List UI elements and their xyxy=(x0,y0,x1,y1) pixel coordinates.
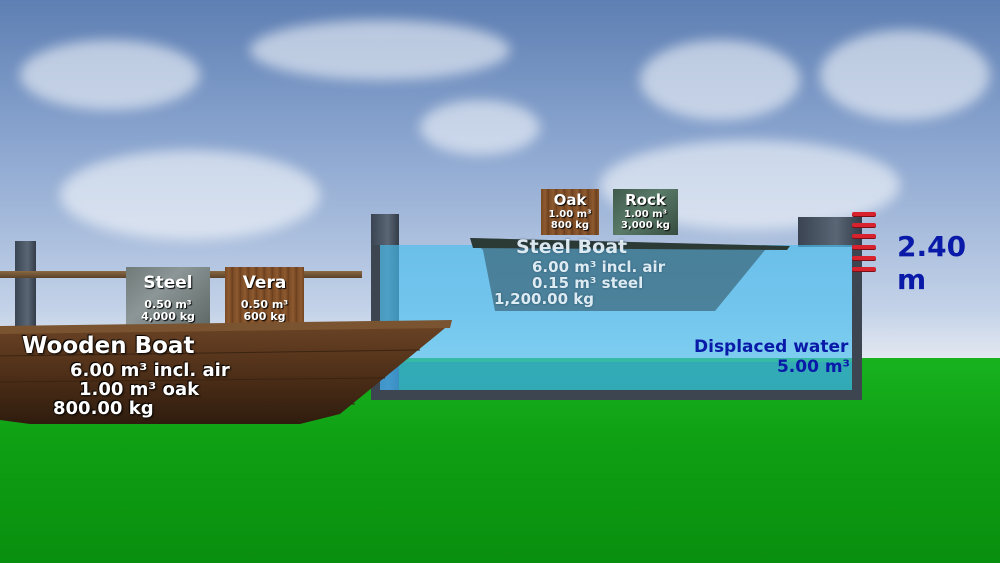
steel-boat-mass: 1,200.00 kg xyxy=(494,290,594,308)
cargo-mass: 4,000 kg xyxy=(141,310,195,323)
wooden-boat-mass: 800.00 kg xyxy=(53,398,154,419)
cargo-volume: 1.00 m³ xyxy=(548,209,592,220)
cargo-block-oak[interactable]: Oak 1.00 m³ 800 kg xyxy=(541,189,599,235)
cargo-block-rock[interactable]: Rock 1.00 m³ 3,000 kg xyxy=(613,189,678,235)
steel-boat-material: 0.15 m³ steel xyxy=(532,274,644,292)
cloud xyxy=(60,150,320,240)
wooden-boat-name: Wooden Boat xyxy=(22,333,195,359)
pool-floor xyxy=(372,390,862,400)
displaced-water-value: 5.00 m³ xyxy=(776,357,850,377)
cloud xyxy=(420,100,540,155)
cargo-name: Oak xyxy=(553,191,587,209)
gauge-pin-icon xyxy=(852,223,876,227)
cargo-mass: 800 kg xyxy=(550,220,590,231)
gauge-pin-icon xyxy=(852,267,876,271)
cargo-name: Vera xyxy=(242,273,287,293)
cargo-mass: 3,000 kg xyxy=(621,220,670,231)
cloud xyxy=(250,20,510,80)
gauge-pin-icon xyxy=(852,256,876,260)
pool-water-surface xyxy=(380,362,852,390)
pool-gauge-post xyxy=(798,217,862,247)
steel-boat-hull xyxy=(470,238,790,311)
gauge-pin-icon xyxy=(852,212,876,216)
dock-post xyxy=(15,241,36,329)
cargo-mass: 600 kg xyxy=(243,310,286,323)
cargo-volume: 0.50 m³ xyxy=(240,298,289,311)
cargo-block-steel[interactable]: Steel 0.50 m³ 4,000 kg xyxy=(126,267,210,325)
cloud xyxy=(640,40,800,120)
wooden-boat-material: 1.00 m³ oak xyxy=(79,379,200,400)
gauge-pin-icon xyxy=(852,245,876,249)
water-height-readout: 2.40 m xyxy=(897,230,967,296)
cargo-name: Steel xyxy=(143,273,193,293)
wooden-boat-volume: 6.00 m³ incl. air xyxy=(70,360,230,381)
cloud xyxy=(820,30,990,120)
cargo-volume: 1.00 m³ xyxy=(624,209,667,220)
steel-boat-volume: 6.00 m³ incl. air xyxy=(532,258,666,276)
displaced-water-label: Displaced water xyxy=(694,337,849,357)
cargo-volume: 0.50 m³ xyxy=(144,298,192,311)
cloud xyxy=(20,40,200,110)
gauge-pin-icon xyxy=(852,234,876,238)
steel-boat-name: Steel Boat xyxy=(516,236,628,258)
cargo-name: Rock xyxy=(625,191,666,209)
cargo-block-vera[interactable]: Vera 0.50 m³ 600 kg xyxy=(225,267,304,325)
pool-wall-right xyxy=(852,245,862,400)
wooden-boat-hull xyxy=(0,320,452,424)
